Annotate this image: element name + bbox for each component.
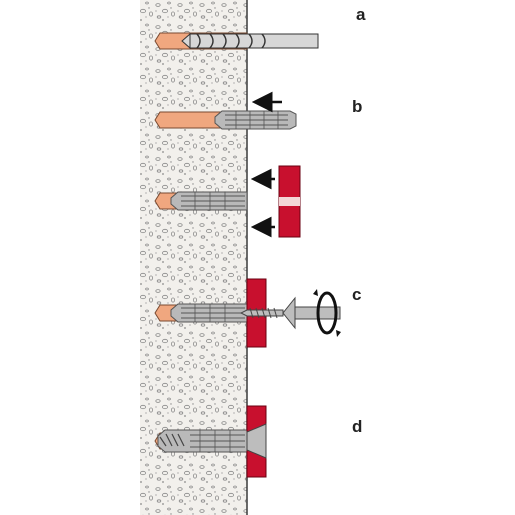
fixture-plate [278,165,301,238]
step-d-fixed [154,405,267,478]
dowel [157,429,248,453]
step-b-insert-dowel [154,91,297,130]
dowel [170,191,248,211]
step-label-a: a [356,5,366,24]
screw-head [246,423,267,459]
step-a-drilling [154,32,319,50]
drill-bit [181,32,319,50]
rotate-arrow-icon [313,289,341,337]
step-label-c: c [352,285,361,304]
step-b-seated-dowel [154,165,301,238]
screw [239,296,341,330]
step-c-screwing [154,278,341,348]
wall [140,0,248,515]
step-label-d: d [352,417,362,436]
step-label-b: b [352,97,362,116]
dowel [214,110,297,130]
dowel [170,303,248,323]
